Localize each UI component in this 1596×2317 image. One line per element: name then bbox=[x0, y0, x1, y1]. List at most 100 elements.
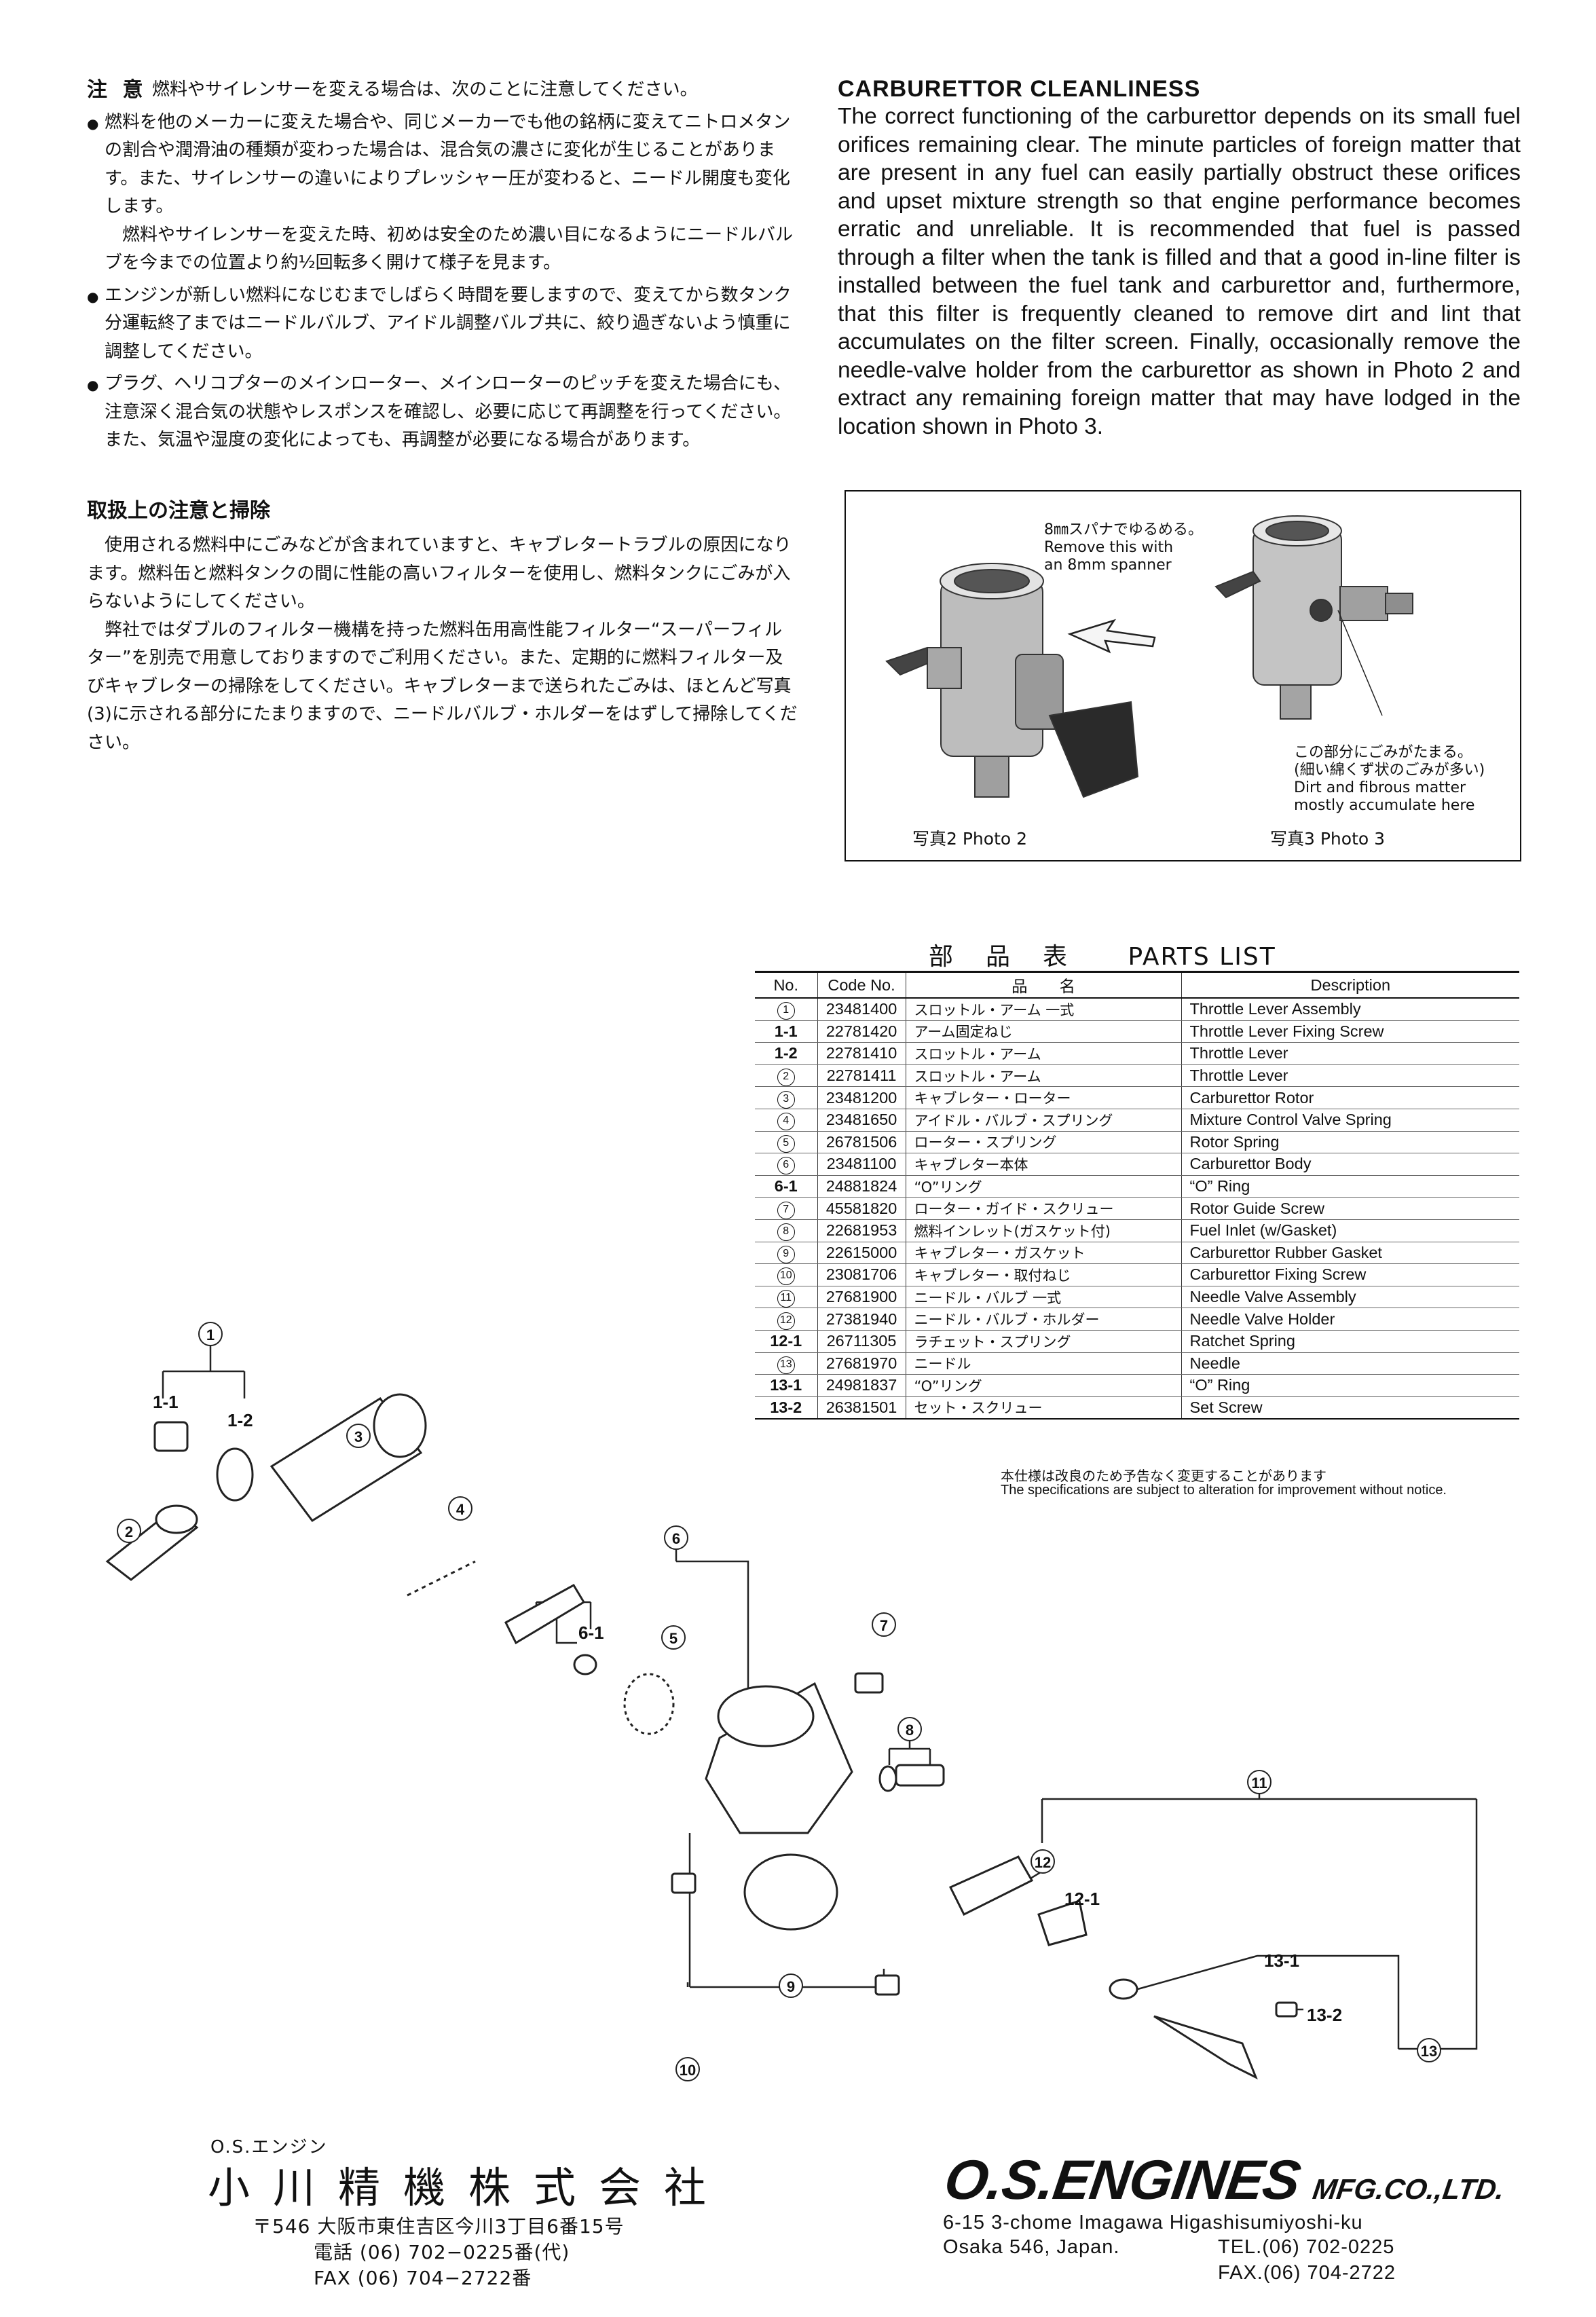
photo-3-note-jp-2: (細い綿くず状のごみが多い) bbox=[1294, 762, 1485, 779]
part-6-carburettor-body bbox=[705, 1682, 853, 1834]
diagram-label-circle bbox=[872, 1612, 896, 1637]
part-code-cell: 45581820 bbox=[817, 1197, 906, 1220]
part-code-cell: 24881824 bbox=[817, 1175, 906, 1198]
photo-box: 8㎜スパナでゆるめる。 Remove this with an 8mm span… bbox=[845, 490, 1521, 861]
footer-address-jp: 〒546 大阪市東住吉区今川3丁目6番15号 bbox=[253, 2215, 625, 2238]
diagram-label: 3 bbox=[354, 1428, 363, 1445]
carburettor-photos-illustration bbox=[885, 515, 1413, 798]
photo-2-note: 8㎜スパナでゆるめる。 Remove this with an 8mm span… bbox=[1044, 521, 1203, 574]
diagram-label-circle bbox=[664, 1525, 688, 1550]
diagram-label: 13 bbox=[1421, 2043, 1437, 2060]
part-number-circled: 7 bbox=[777, 1201, 795, 1219]
cleanliness-body: The correct functioning of the carburett… bbox=[838, 104, 1521, 439]
part-no-cell: 1-1 bbox=[755, 1020, 817, 1043]
footer-fax-jp: FAX (06) 704−2722番 bbox=[314, 2267, 532, 2289]
diagram-label-circle bbox=[1417, 2038, 1441, 2062]
header-description: Description bbox=[1181, 971, 1519, 999]
diagram-parts bbox=[105, 1393, 1298, 2080]
part-no-cell: 3 bbox=[755, 1086, 817, 1109]
part-description-cell: Rotor Spring bbox=[1181, 1131, 1519, 1154]
part-name-jp-cell: 燃料インレット(ガスケット付) bbox=[905, 1219, 1181, 1242]
part-description-cell: “O” Ring bbox=[1181, 1175, 1519, 1198]
part-number-circled: 11 bbox=[777, 1290, 795, 1308]
part-9-gasket bbox=[743, 1853, 838, 1931]
part-no-cell: 6-1 bbox=[755, 1175, 817, 1198]
part-name-jp-cell: スロットル・アーム bbox=[905, 1064, 1181, 1088]
part-no-cell: 13 bbox=[755, 1352, 817, 1375]
part-no-cell: 12 bbox=[755, 1308, 817, 1331]
part-6-body-top bbox=[717, 1685, 815, 1747]
diagram-label: 1-1 bbox=[153, 1392, 179, 1412]
footer-company-name-jp: 小川精機株式会社 bbox=[208, 2163, 730, 2212]
part-code-cell: 26381501 bbox=[817, 1396, 906, 1420]
part-6-1-screw bbox=[504, 1583, 586, 1645]
caution-bullet-2-text: エンジンが新しい燃料になじむまでしばらく時間を要しますので、変えてから数タンク分… bbox=[105, 284, 792, 362]
diagram-label: 10 bbox=[680, 2062, 696, 2079]
header-no: No. bbox=[755, 971, 817, 999]
diagram-label: 8 bbox=[906, 1722, 914, 1739]
spec-notice-jp: 本仕様は改良のため予告なく変更することがあります bbox=[1001, 1468, 1326, 1484]
part-number-circled: 12 bbox=[777, 1312, 795, 1330]
diagram-label: 7 bbox=[880, 1617, 888, 1634]
part-name-jp-cell: セット・スクリュー bbox=[905, 1396, 1181, 1420]
part-12-needle-holder bbox=[948, 1855, 1034, 1916]
diagram-label-circle bbox=[198, 1322, 223, 1346]
part-code-cell: 23481200 bbox=[817, 1086, 906, 1109]
parts-list-title: 部品表 PARTS LIST bbox=[929, 937, 1276, 972]
photo-2-note-en-1: Remove this with bbox=[1044, 539, 1174, 556]
part-name-jp-cell: アーム固定ねじ bbox=[905, 1020, 1181, 1043]
diagram-label: 1 bbox=[206, 1327, 215, 1343]
caution-label: 注 意 bbox=[87, 78, 147, 102]
part-13-2-set-screw bbox=[1275, 2001, 1298, 2018]
diagram-label: 13-1 bbox=[1264, 1950, 1299, 1971]
part-name-jp-cell: “O”リング bbox=[905, 1374, 1181, 1397]
footer-address-en-1: 6-15 3-chome Imagawa Higashisumiyoshi-ku bbox=[943, 2212, 1363, 2233]
diagram-label-circle bbox=[661, 1625, 686, 1650]
photo-2-note-jp: 8㎜スパナでゆるめる。 bbox=[1044, 521, 1203, 538]
part-no-cell: 12-1 bbox=[755, 1330, 817, 1353]
part-code-cell: 23481400 bbox=[817, 998, 906, 1021]
part-number-circled: 10 bbox=[777, 1267, 795, 1286]
part-name-jp-cell: キャブレター・取付ねじ bbox=[905, 1263, 1181, 1286]
part-description-cell: Fuel Inlet (w/Gasket) bbox=[1181, 1219, 1519, 1242]
part-4-spring bbox=[407, 1560, 476, 1597]
part-description-cell: Throttle Lever bbox=[1181, 1064, 1519, 1088]
part-description-cell: Carburettor Rubber Gasket bbox=[1181, 1242, 1519, 1265]
cleanliness-heading: CARBURETTOR CLEANLINESS bbox=[838, 76, 1201, 102]
part-name-jp-cell: ローター・スプリング bbox=[905, 1131, 1181, 1154]
part-no-cell: 11 bbox=[755, 1286, 817, 1309]
caution-bullet-2: ● エンジンが新しい燃料になじむまでしばらく時間を要しますので、変えてから数タン… bbox=[87, 282, 800, 367]
part-no-cell: 5 bbox=[755, 1131, 817, 1154]
part-no-cell: 1 bbox=[755, 998, 817, 1021]
diagram-label: 11 bbox=[1251, 1775, 1267, 1792]
part-no-cell: 8 bbox=[755, 1219, 817, 1242]
diagram-label-circle bbox=[1031, 1849, 1055, 1874]
part-code-cell: 26711305 bbox=[817, 1330, 906, 1353]
part-description-cell: Set Screw bbox=[1181, 1396, 1519, 1420]
part-name-jp-cell: “O”リング bbox=[905, 1175, 1181, 1198]
handling-heading: 取扱上の注意と掃除 bbox=[87, 498, 270, 523]
part-no-cell: 13-1 bbox=[755, 1374, 817, 1397]
part-no-cell: 2 bbox=[755, 1064, 817, 1088]
bullet-dot-icon: ● bbox=[87, 115, 99, 132]
part-no-cell: 4 bbox=[755, 1109, 817, 1132]
part-no-cell: 1-2 bbox=[755, 1042, 817, 1065]
photo-3-note-en-1: Dirt and fibrous matter bbox=[1294, 779, 1466, 796]
part-code-cell: 27681900 bbox=[817, 1286, 906, 1309]
part-name-jp-cell: ニードル・バルブ・ホルダー bbox=[905, 1308, 1181, 1331]
part-name-jp-cell: キャブレター・ローター bbox=[905, 1086, 1181, 1109]
part-description-cell: Needle Valve Holder bbox=[1181, 1308, 1519, 1331]
